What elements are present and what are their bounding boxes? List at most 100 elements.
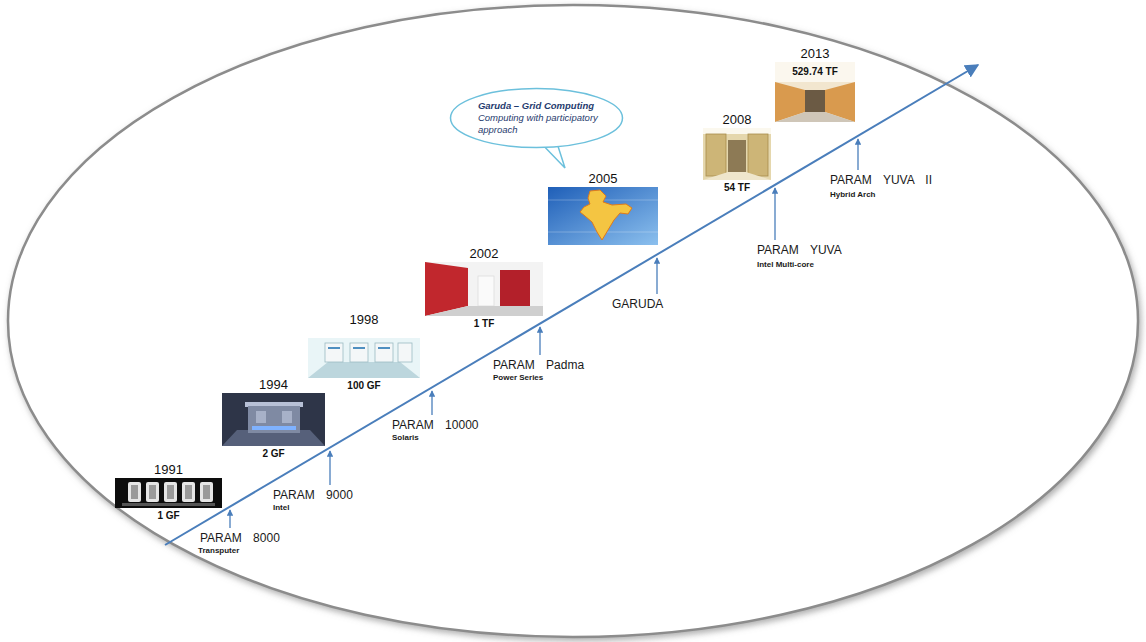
photo-2008-part (748, 134, 768, 176)
year-label: 2013 (801, 46, 830, 61)
callout-bubble: Garuda – Grid ComputingComputing with pa… (449, 87, 624, 149)
photo-1991-part (146, 482, 159, 502)
callout-heading: Garuda – Grid Computing (478, 100, 598, 112)
year-label: 1991 (154, 462, 183, 477)
architecture-label: Power Series (493, 373, 543, 383)
photo-1998-part (353, 347, 365, 349)
leader-arrows-part (774, 188, 775, 240)
photo-frame: 1998100 GF (308, 328, 420, 378)
system-name: PARAM Padma (493, 358, 584, 372)
system-name: PARAM YUVA (757, 243, 842, 257)
frame-ellipse (8, 5, 1138, 637)
year-label: 1994 (259, 377, 288, 392)
photo-2002 (425, 262, 543, 316)
photo-1991 (115, 478, 222, 508)
system-name: PARAM 8000 (200, 531, 280, 545)
leader-arrows-part (431, 391, 432, 415)
photo-1998-part (350, 343, 368, 362)
photo-1991-part (164, 482, 177, 502)
photo-2008-part (706, 134, 726, 176)
system-name: PARAM 9000 (273, 488, 353, 502)
year-label: 1998 (350, 312, 379, 327)
photo-1998-part (398, 343, 412, 362)
architecture-label: Transputer (198, 546, 239, 556)
photo-1994-part (248, 406, 300, 433)
photo-1991-part (182, 482, 195, 502)
photo-frame: 2005 (548, 187, 658, 245)
photo-2008-part (703, 128, 771, 134)
leader-arrows-part (857, 139, 858, 170)
photo-2002-part (425, 306, 543, 316)
photo-1991-part (167, 485, 174, 499)
photo-1994-part (282, 411, 292, 423)
photo-2013-part (775, 62, 855, 82)
performance-label: 1 GF (157, 510, 179, 522)
photo-2008-part (728, 140, 746, 176)
photo-2005-map-part (580, 190, 632, 240)
photo-2013-part (775, 112, 855, 122)
photo-1994 (222, 393, 325, 446)
photo-1991-part (115, 478, 222, 508)
photo-1998-part (328, 347, 340, 349)
architecture-label: Solaris (392, 433, 419, 443)
photo-1994-part (222, 393, 325, 446)
photo-2008 (703, 128, 771, 180)
leader-arrows (230, 139, 858, 528)
callout-text: Garuda – Grid ComputingComputing with pa… (478, 100, 598, 136)
photo-1991-part (131, 485, 138, 499)
leader-arrows-part (229, 510, 230, 528)
photo-1991-part (185, 485, 192, 499)
system-name: PARAM 10000 (392, 418, 479, 432)
photo-frame: 200854 TF (703, 128, 771, 180)
photo-2002-part (425, 262, 543, 316)
photo-2005-map-part (548, 187, 658, 245)
performance-label: 529.74 TF (790, 66, 840, 78)
timeline-arrow (165, 65, 978, 545)
year-label: 2002 (470, 246, 499, 261)
system-name: GARUDA (612, 297, 663, 311)
performance-label: 54 TF (724, 182, 750, 194)
photo-frame: 20021 TF (425, 262, 543, 316)
callout-ellipse (450, 89, 622, 148)
photo-1991-part (122, 503, 215, 506)
photo-2013-part (805, 90, 825, 112)
photo-2008-part (703, 172, 771, 180)
architecture-label: Intel (273, 503, 289, 513)
photo-frame: 19942 GF (222, 393, 325, 446)
year-label: 2005 (589, 171, 618, 186)
leader-arrows-part (329, 451, 330, 485)
photo-2005-map (548, 187, 658, 245)
photo-frame: 19911 GF (115, 478, 222, 508)
photo-1994-part (252, 426, 296, 430)
photo-1991-part (128, 482, 141, 502)
photo-1998-part (308, 328, 420, 378)
performance-label: 1 TF (474, 318, 495, 330)
photo-2002-part (500, 270, 530, 306)
photo-1991-part (149, 485, 156, 499)
photo-1998-part (308, 328, 420, 338)
leader-arrows-part (539, 327, 540, 355)
system-name: PARAM YUVA II (830, 173, 932, 187)
photo-2013 (775, 62, 855, 122)
photo-2002-part (478, 276, 494, 306)
photo-1998-part (378, 347, 390, 349)
photo-1998-part (308, 362, 420, 378)
photo-1994-part (256, 411, 266, 423)
photo-2013-part (775, 62, 855, 122)
photo-1998 (308, 328, 420, 378)
photo-frame: 2013529.74 TF (775, 62, 855, 122)
photo-2008-part (703, 128, 771, 180)
photo-1998-part (325, 343, 343, 362)
performance-label: 100 GF (347, 380, 380, 392)
photo-1991-part (203, 485, 210, 499)
photo-1998-part (375, 343, 393, 362)
callout-body: Computing with participatory approach (478, 112, 598, 136)
photo-1991-part (200, 482, 213, 502)
architecture-label: Hybrid Arch (830, 190, 876, 200)
leader-arrows-part (656, 258, 657, 294)
performance-label: 2 GF (262, 448, 284, 460)
year-label: 2008 (723, 112, 752, 127)
architecture-label: Intel Multi-core (757, 260, 814, 270)
